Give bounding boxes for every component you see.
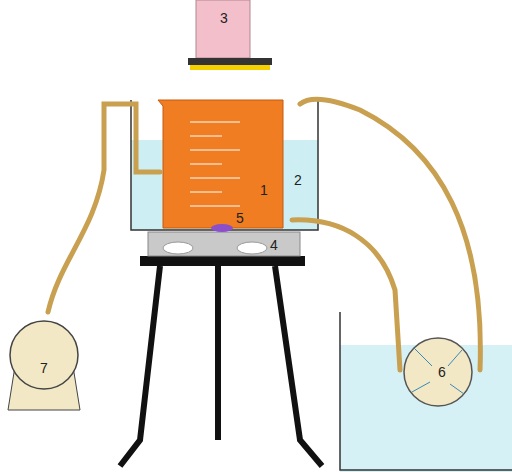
callout-number: 3 [219,10,229,26]
stir-bar [211,224,233,232]
stirrer-knob [237,242,267,254]
stirrer-plate [148,232,300,256]
top-unit [196,0,250,58]
callout-number: 4 [269,237,279,253]
tubing [48,99,480,370]
callout-number: 2 [293,172,303,188]
tripod-leg [120,266,160,466]
tripod-top [140,256,305,266]
top-plate-stripe [190,65,270,70]
callout-number: 5 [235,210,245,226]
pump [404,338,472,406]
callout-number: 7 [39,360,49,376]
callout-number: 6 [437,364,447,380]
bath-wall [131,100,318,230]
pump-vanes [412,348,464,394]
reservoir-wall [340,312,512,470]
pump [10,321,78,389]
callout-number: 1 [259,182,269,198]
stirrer-knob [163,242,193,254]
tripod-leg [275,266,322,466]
graduation-marks [190,122,240,206]
tripod-leg [215,266,221,440]
top-plate [188,58,272,65]
beaker [158,100,283,228]
